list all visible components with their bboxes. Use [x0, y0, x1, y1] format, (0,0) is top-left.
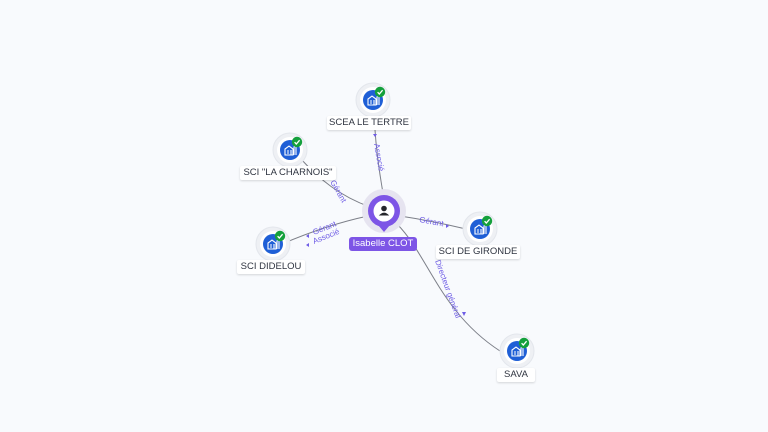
- edge-label-gironde: Gérant: [419, 215, 445, 228]
- edge-arrow-didelou: [306, 234, 309, 238]
- company-label-scea[interactable]: SCEA LE TERTRE: [327, 116, 411, 130]
- company-label-sava[interactable]: SAVA: [497, 368, 535, 382]
- edge-label-sava: Directeur général: [433, 259, 463, 320]
- verified-badge-icon: [518, 337, 530, 349]
- edge-charnois: [299, 157, 371, 208]
- company-label-charnois[interactable]: SCI "LA CHARNOIS": [240, 166, 336, 180]
- edge-arrow-scea: [373, 134, 377, 137]
- center-node-label[interactable]: Isabelle CLOT: [349, 237, 417, 251]
- person-icon: [378, 205, 390, 216]
- edge-gironde: [399, 215, 467, 230]
- verified-badge-icon: [481, 215, 493, 227]
- center-node[interactable]: [362, 189, 406, 233]
- company-label-gironde[interactable]: SCI DE GIRONDE: [436, 245, 520, 259]
- company-node-sava[interactable]: [499, 333, 535, 369]
- edge-label-charnois: Gérant: [328, 179, 348, 205]
- company-node-didelou[interactable]: [255, 226, 291, 262]
- verified-badge-icon: [291, 136, 303, 148]
- company-node-charnois[interactable]: [272, 132, 308, 168]
- edge-sava: [396, 223, 501, 352]
- edge-arrow-gironde: [446, 224, 449, 228]
- edge-label-scea: Associé: [372, 143, 386, 173]
- edge-arrow-didelou-2: [306, 243, 309, 247]
- edge-arrow-sava: [462, 312, 466, 316]
- company-node-scea[interactable]: [355, 82, 391, 118]
- verified-badge-icon: [374, 86, 386, 98]
- verified-badge-icon: [274, 230, 286, 242]
- company-node-gironde[interactable]: [462, 211, 498, 247]
- edge-didelou: [281, 215, 369, 245]
- company-label-didelou[interactable]: SCI DIDELOU: [237, 260, 305, 274]
